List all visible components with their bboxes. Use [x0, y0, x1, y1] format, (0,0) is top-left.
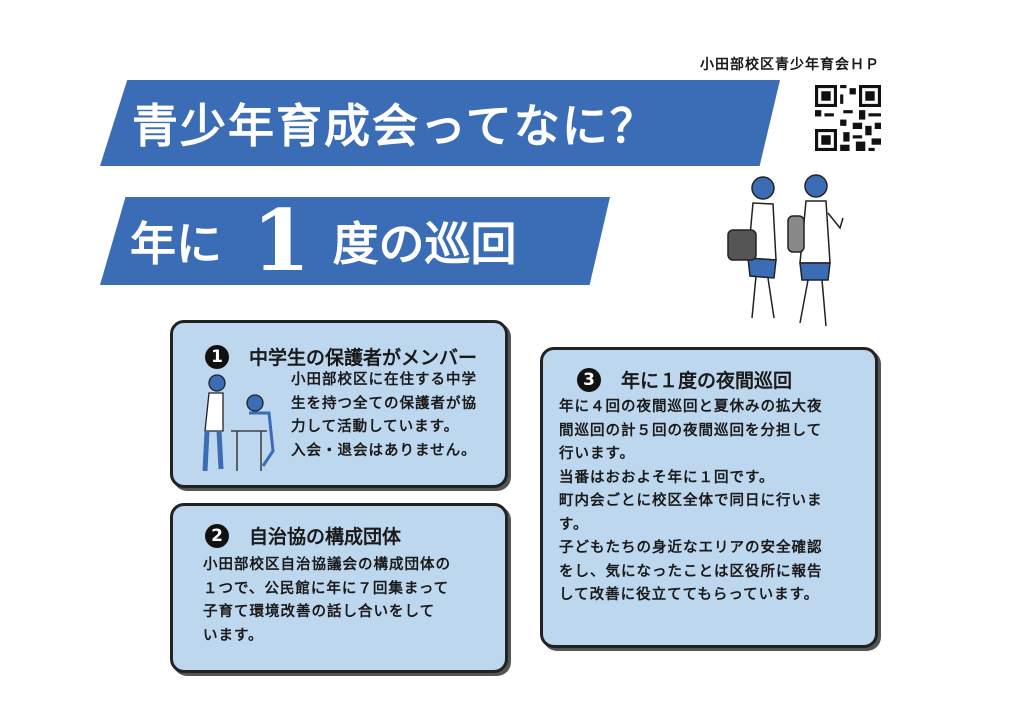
body-line: 当番はおおよそ年に１回です。: [559, 469, 775, 486]
subtitle-prefix: 年に: [130, 217, 222, 271]
body-line: 間巡回の計５回の夜間巡回を分担して: [559, 422, 823, 439]
number-badge: 2: [205, 523, 229, 548]
section-card-council: 2 自治協の構成団体 小田部校区自治協議会の構成団体の １つで、公民館に年に７回…: [170, 503, 508, 673]
body-line: 行います。: [559, 446, 636, 462]
body-line: 小田部校区自治協議会の構成団体の: [203, 557, 451, 573]
body-line: をし、気になったことは区役所に報告: [559, 563, 823, 580]
section-title: 中学生の保護者がメンバー: [249, 347, 478, 369]
body-line: 子どもたちの身近なエリアの安全確認: [559, 540, 823, 556]
body-line: して改善に役立ててもらっています。: [559, 587, 820, 603]
section-card-members: 1 中学生の保護者がメンバー 小田部校区に在住する中学 生を持つ全ての保護者が協…: [170, 320, 508, 488]
body-line: 生を持つ全ての保護者が協: [291, 395, 477, 412]
body-line: 町内会ごとに校区全体で同日に行いま: [559, 493, 823, 509]
body-line: 入会・退会はありません。: [291, 442, 477, 459]
body-line: います。: [203, 627, 264, 644]
subtitle-suffix: 度の巡回: [332, 217, 517, 271]
main-title: 青少年育成会ってなに？: [132, 99, 658, 153]
homepage-label: 小田部校区青少年育会ＨＰ: [700, 57, 880, 73]
title-banner: 青少年育成会ってなに？: [100, 80, 780, 166]
body-line: １つで、公民館に年に７回集まって: [203, 580, 450, 597]
body-line: 子育て環境改善の話し合いをして: [203, 604, 436, 620]
section-title: 年に１度の夜間巡回: [621, 370, 793, 392]
section-title: 自治協の構成団体: [249, 526, 402, 548]
parent-teacher-illustration: [202, 374, 275, 472]
section-card-patrol: 3 年に１度の夜間巡回 年に４回の夜間巡回と夏休みの拡大夜 間巡回の計５回の夜間…: [540, 347, 878, 648]
subtitle-number: 1: [252, 191, 311, 290]
body-line: す。: [559, 516, 589, 533]
body-line: 小田部校区に在住する中学: [291, 372, 477, 388]
number-badge: 1: [205, 344, 229, 369]
number-badge: 3: [577, 367, 601, 392]
students-illustration: [727, 174, 844, 327]
qr-code-icon[interactable]: [815, 85, 881, 151]
body-line: 力して活動しています。: [291, 419, 460, 435]
subtitle-banner: 年に 1 度の巡回: [100, 197, 610, 285]
body-line: 年に４回の夜間巡回と夏休みの拡大夜: [559, 399, 823, 415]
